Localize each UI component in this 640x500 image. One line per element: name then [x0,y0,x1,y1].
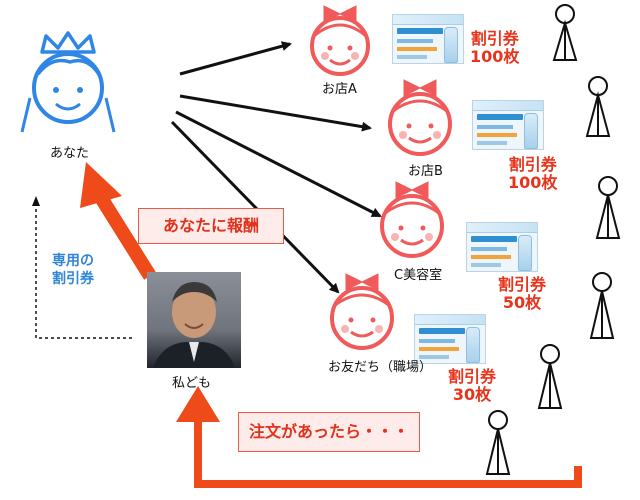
person-icon [595,176,621,239]
reward-arrow [80,162,156,280]
friend-icon [330,273,394,350]
shop-b-coupon-count: 割引券 100枚 [508,155,558,192]
order-callout: 注文があったら・・・ [238,412,420,452]
coupon-ticket-a [392,14,464,64]
you-label: あなた [50,146,90,161]
you-icon [20,31,116,133]
shop-a-label: お店A [322,82,357,97]
person-icon [552,4,578,61]
arrow-to-friend [170,120,340,294]
reward-callout: あなたに報酬 [138,208,284,244]
order-arrow [194,420,582,488]
person-icon [585,76,611,137]
shop-c-label: C美容室 [394,268,443,283]
coupon-ticket-friend [414,314,486,364]
shop-b-icon [388,79,452,156]
dedicated-coupon-note: 専用の 割引券 [52,253,94,287]
arrow-to-shop-a [179,41,292,76]
us-label: 私ども [172,376,212,391]
shop-c-coupon-count: 割引券 50枚 [498,275,547,312]
shop-c-icon [380,181,444,258]
friend-coupon-count: 割引券 30枚 [448,367,497,404]
arrow-to-shop-c [175,110,382,218]
person-icon [589,272,615,339]
shop-a-coupon-count: 割引券 100枚 [470,29,520,66]
shop-a-icon [310,5,370,76]
friend-label: お友だち（職場） [328,360,433,375]
arrow-to-shop-b [179,94,372,132]
coupon-ticket-b [472,100,544,150]
coupon-ticket-c [466,222,538,272]
person-icon [485,410,511,475]
staff-photo [147,272,241,368]
shop-b-label: お店B [408,164,443,179]
dedicated-coupon-dotted-arrow [35,200,132,339]
person-icon [537,344,563,409]
